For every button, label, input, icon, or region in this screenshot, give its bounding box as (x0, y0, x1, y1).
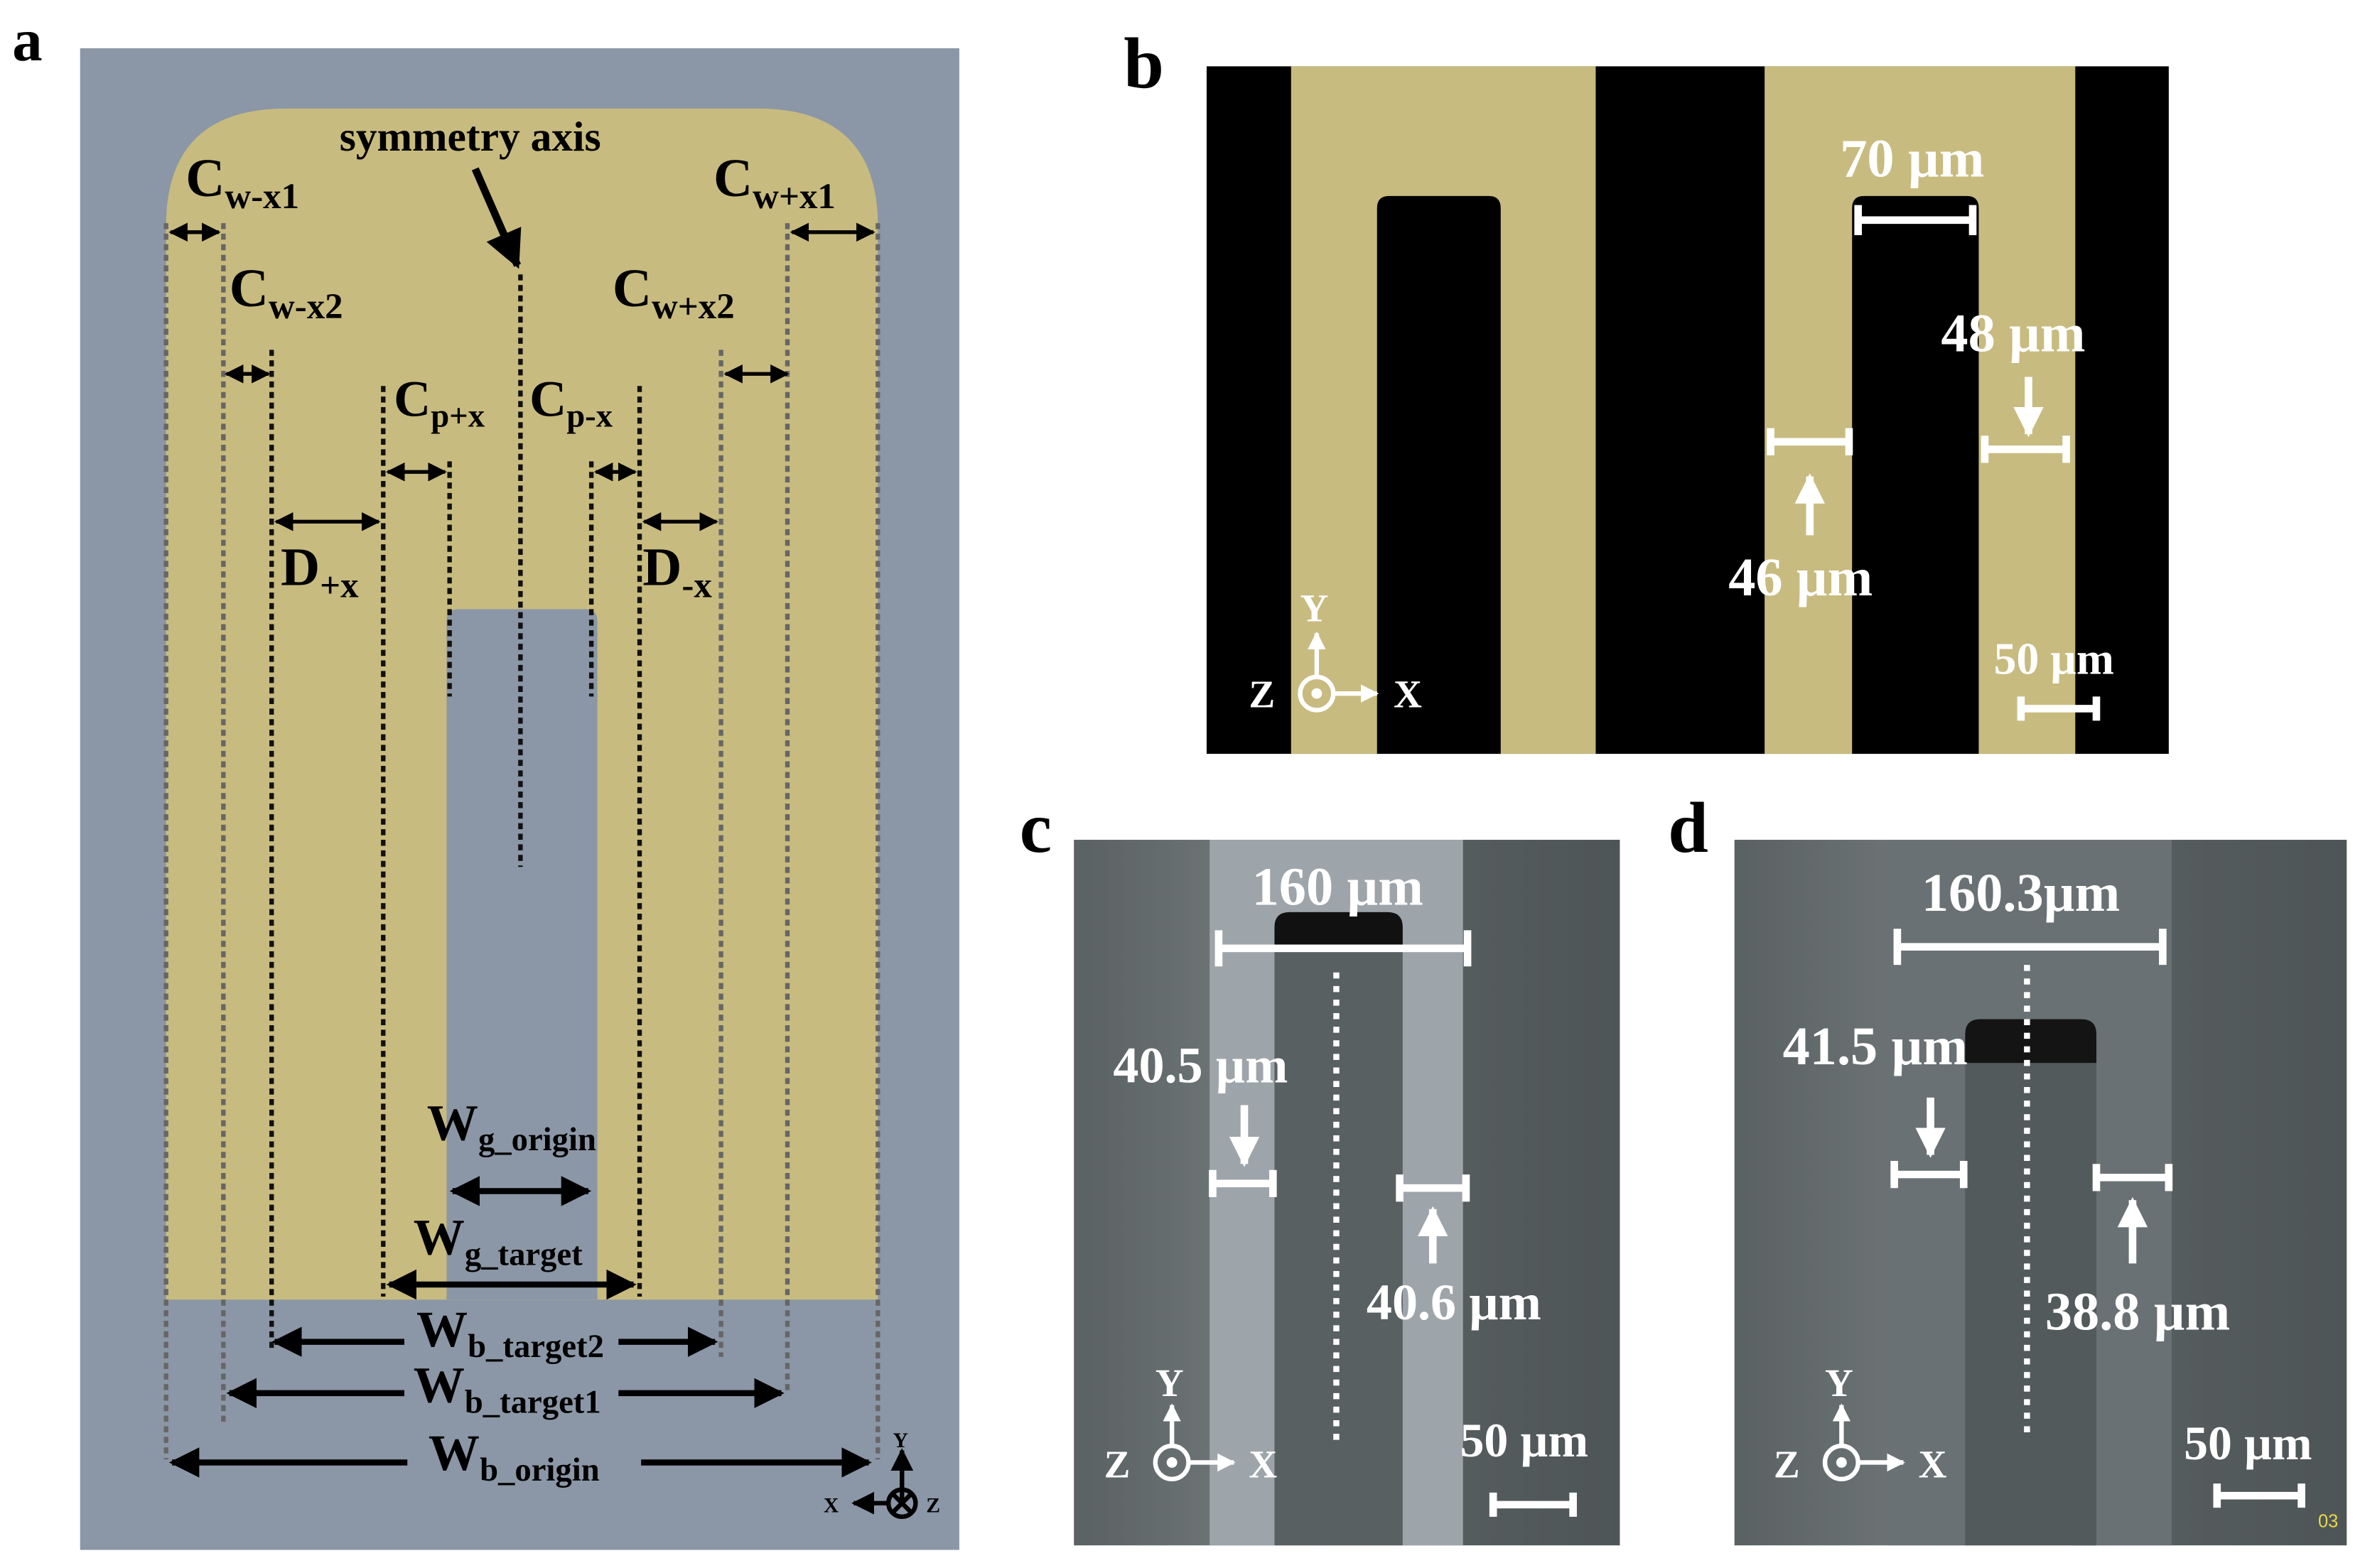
symmetry-axis-arrow (471, 167, 522, 269)
dashed-guides (163, 223, 880, 1460)
slot-left (1377, 195, 1501, 755)
scale-label-c: 50 µm (1460, 1413, 1588, 1467)
label-40-6um: 40.6 µm (1367, 1274, 1541, 1331)
sem-slot-c (1274, 912, 1403, 1546)
slot-right (1852, 195, 1979, 755)
label-46um: 46 µm (1728, 547, 1873, 607)
gap-slot (446, 609, 598, 1300)
axes-indicator-c: Y X Z (1104, 1361, 1278, 1486)
panel-a: a symmetry axis (12, 7, 959, 1550)
panel-letter-a: a (12, 7, 42, 74)
label-160-3um: 160.3µm (1922, 863, 2120, 923)
width-arrows (168, 1176, 872, 1478)
axis-y-label-a: Y (893, 1429, 908, 1452)
measure-labels-b: 70 µm 48 µm 46 µm 50 µm (1728, 128, 2114, 683)
label-160um: 160 µm (1252, 856, 1423, 917)
measure-bars-c (1209, 930, 1577, 1517)
axis-z-label-b: Z (1249, 672, 1275, 715)
label-cw+x2: Cw+x2 (613, 258, 735, 327)
axis-y-label-c: Y (1155, 1361, 1184, 1405)
symmetry-axis-label: symmetry axis (340, 113, 601, 160)
measure-labels-c: 160 µm 40.5 µm 40.6 µm 50 µm (1113, 856, 1588, 1467)
measure-labels-d: 160.3µm 41.5 µm 38.8 µm 50 µm (1783, 863, 2312, 1470)
corner-mark-d: 03 (2318, 1512, 2338, 1532)
label-cw-x1: Cw-x1 (185, 148, 299, 217)
scale-label-d: 50 µm (2184, 1416, 2312, 1470)
axis-z-label-c: Z (1104, 1443, 1131, 1486)
label-cw-x2: Cw-x2 (230, 258, 343, 327)
label-38-8um: 38.8 µm (2045, 1282, 2230, 1342)
label-wb-target1: Wb_target1 (414, 1357, 601, 1421)
axes-indicator-d: Y X Z (1774, 1361, 1947, 1486)
label-cp-x: Cp-x (529, 371, 613, 435)
axes-indicator-a: Y X Z (824, 1429, 940, 1520)
axis-y-label-b: Y (1300, 586, 1329, 629)
label-wb-origin: Wb_origin (429, 1424, 600, 1488)
scale-label-b: 50 µm (1994, 634, 2114, 684)
axis-x-label-b: X (1394, 672, 1422, 715)
label-wb-target2: Wb_target2 (416, 1301, 604, 1365)
axis-z-label-d: Z (1774, 1443, 1800, 1486)
label-41-5um: 41.5 µm (1783, 1016, 1968, 1076)
panel-b: b 70 µm 48 µm 46 µm 50 µm Y X Z (1124, 23, 2169, 755)
axis-x-label-a: X (824, 1494, 839, 1517)
axes-indicator-b: Y X Z (1249, 586, 1422, 715)
panel-c: c 160 µm 40.5 µm 40.6 µm 50 µm Y X Z (1020, 788, 1620, 1546)
label-wg-origin: Wg_origin (427, 1094, 596, 1158)
sem-slot-shadow-d (1965, 1019, 2097, 1064)
label-cp+x: Cp+x (394, 371, 485, 435)
axis-x-label-d: X (1919, 1443, 1947, 1486)
label-cw+x1: Cw+x1 (713, 148, 836, 217)
sem-slot-shadow-c (1274, 912, 1403, 950)
symbol-labels: Cw-x1 Cw+x1 Cw-x2 Cw+x2 Cp+x Cp-x D+x D-… (185, 148, 836, 1488)
panel-d: d 160.3µm 41.5 µm 38.8 µm 50 µm 03 Y X (1668, 788, 2347, 1546)
panel-letter-d: d (1668, 788, 1708, 868)
label-d-x: D-x (642, 536, 712, 605)
label-wg-target: Wg_target (414, 1209, 583, 1273)
axis-y-label-d: Y (1825, 1361, 1853, 1405)
panel-letter-b: b (1124, 23, 1164, 104)
label-40-5um: 40.5 µm (1113, 1037, 1288, 1094)
label-48um: 48 µm (1941, 303, 2085, 363)
panel-letter-c: c (1020, 788, 1052, 868)
label-d+x: D+x (281, 536, 359, 605)
measure-bars-b (1767, 205, 2101, 721)
label-70um: 70 µm (1840, 128, 1984, 188)
axis-z-label-a: Z (926, 1494, 940, 1517)
axis-x-label-c: X (1249, 1443, 1277, 1486)
measure-bars-d (1890, 929, 2305, 1508)
dimension-arrows (168, 222, 876, 531)
sem-slot-d (1965, 1019, 2097, 1546)
